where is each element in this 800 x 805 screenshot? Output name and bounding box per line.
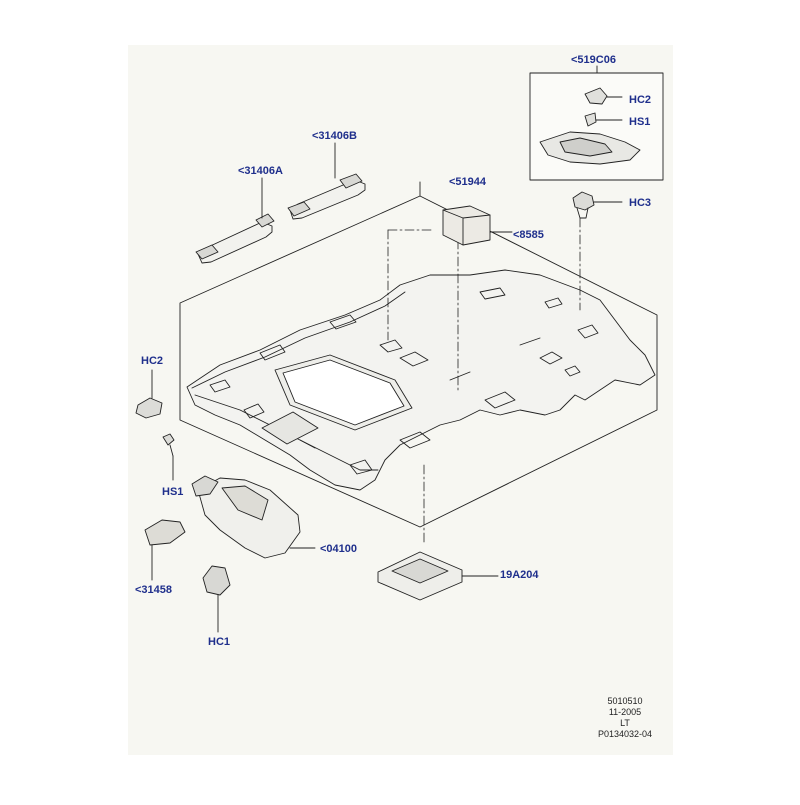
label-31406a: <31406A	[238, 165, 283, 177]
label-519c06: <519C06	[571, 54, 616, 66]
part-519c06-assembly	[539, 87, 641, 165]
label-hc2-left: HC2	[141, 355, 164, 367]
part-8585-block	[442, 205, 513, 246]
label-hs1-top: HS1	[629, 116, 651, 128]
part-hc1-clip	[202, 565, 231, 633]
label-hs1-left: HS1	[162, 486, 184, 498]
label-31458: <31458	[135, 584, 173, 596]
part-hc3-clip	[572, 191, 623, 219]
label-hc3: HC3	[629, 197, 652, 209]
footer-reference-block: 5010510 11-2005 LT P0134032-04	[590, 696, 660, 740]
construction-lines	[387, 217, 581, 546]
label-31406b: <31406B	[312, 130, 357, 142]
part-31406b-handle	[287, 142, 366, 220]
footer-illustration-id: P0134032-04	[597, 729, 653, 739]
part-04100-sun-visor	[191, 475, 316, 559]
footer-date: 11-2005	[608, 707, 642, 717]
label-51944: <51944	[449, 176, 487, 188]
label-hc2-top: HC2	[629, 94, 652, 106]
label-8585: <8585	[513, 229, 544, 241]
part-hs1-screw-left	[162, 433, 175, 481]
label-19a204: 19A204	[500, 569, 539, 581]
part-hc2-clip-left	[135, 369, 163, 419]
footer-code: 5010510	[607, 696, 643, 706]
footer-market: LT	[620, 718, 630, 728]
label-04100: <04100	[320, 543, 358, 555]
label-hc1: HC1	[208, 636, 231, 648]
part-31406a-handle	[195, 177, 275, 264]
part-31458-clip	[144, 519, 186, 581]
part-19a204-bezel	[377, 551, 499, 601]
headliner-panel	[186, 269, 656, 491]
